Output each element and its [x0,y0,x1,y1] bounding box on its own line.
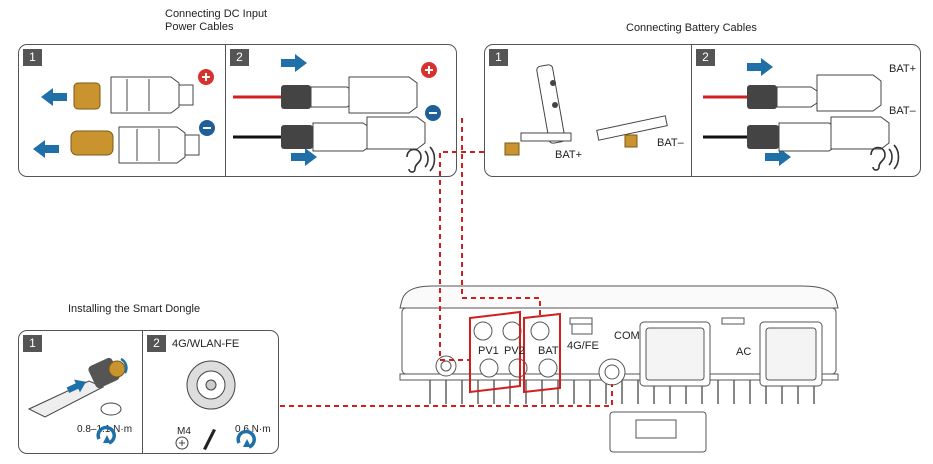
battery-panel: 1 2 BAT+ BAT– BAT+ BAT– [484,44,921,177]
panel-divider [691,45,693,176]
left-arrow-icon [41,88,67,106]
dongle-panel: 1 2 4G/WLAN-FE 0.8–1.1 N·m M4 0.6 N·m [18,330,279,454]
dongle-model-label: 4G/WLAN-FE [172,338,240,350]
ear-click-icon [870,144,900,171]
bat-plus-label: BAT+ [889,63,917,75]
screw-size-label: M4 [177,426,191,437]
dc-step1-illustration [33,69,215,164]
dongle-caption: Installing the Smart Dongle [68,303,201,315]
step-number: 1 [23,49,42,66]
ear-click-icon [406,146,436,173]
screwdriver-icon [203,429,216,450]
bat-port-label: BAT [538,345,559,357]
pv1-label: PV1 [478,345,499,357]
tighten-arrow-icon [236,429,256,449]
right-arrow-icon [291,148,317,166]
com-port-label: COM [614,330,640,342]
dc-step2-illustration [233,54,441,173]
panel-divider [225,45,227,176]
bat-plus-label: BAT+ [555,149,583,161]
ac-port-label: AC [736,346,752,358]
right-arrow-icon [281,54,307,72]
tighten-arrow-icon [96,425,116,445]
step-number: 2 [147,335,166,352]
right-arrow-icon [765,148,791,166]
panel-divider [142,331,144,453]
4g-fe-port-label: 4G/FE [567,340,599,352]
right-arrow-icon [66,379,87,393]
torque-label: 0.6 N·m [235,424,271,435]
step-number: 1 [23,335,42,352]
bat-minus-label: BAT– [657,137,684,149]
dc-input-caption: Connecting DC Input Power Cables [165,8,268,33]
dongle-illustration [27,357,256,450]
tighten-arrow-icon [120,357,128,374]
right-arrow-icon [747,58,773,76]
battery-step2-illustration [703,58,900,171]
step-number: 2 [696,49,715,66]
pv2-label: PV2 [504,345,525,357]
plus-icon [175,436,189,450]
left-arrow-icon [33,140,59,158]
step-number: 2 [230,49,249,66]
bat-minus-label: BAT– [889,105,916,117]
battery-step1-illustration [504,64,668,156]
torque-label: 0.8–1.1 N·m [77,424,133,435]
step-number: 1 [489,49,508,66]
battery-caption: Connecting Battery Cables [626,22,757,34]
dc-input-panel: 1 2 [18,44,457,177]
